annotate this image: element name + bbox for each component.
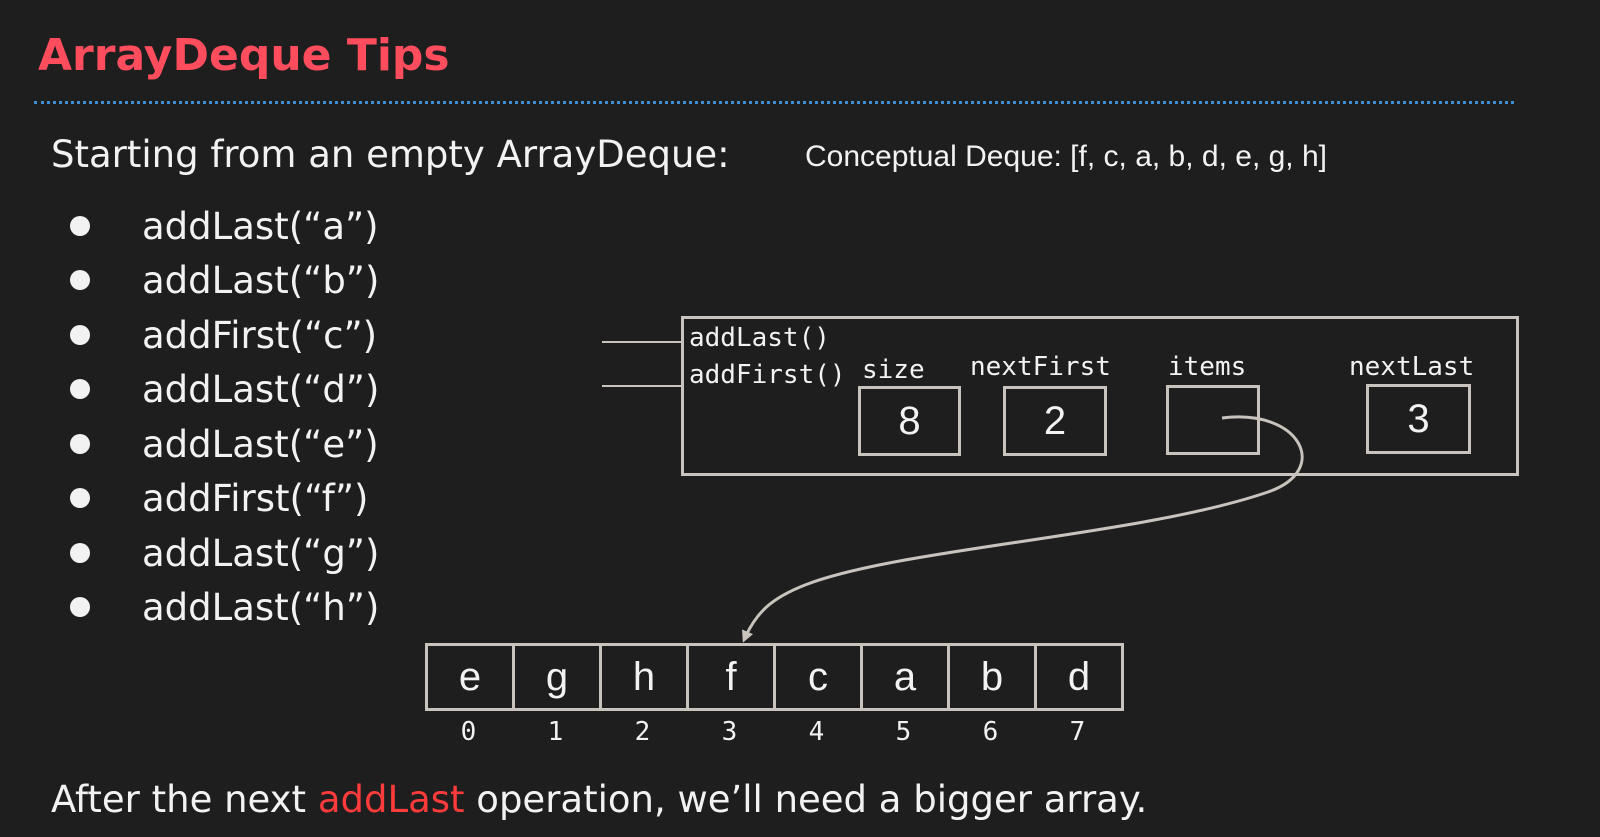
array-index: 7 bbox=[1069, 717, 1086, 747]
intro-text: Starting from an empty ArrayDeque: bbox=[51, 133, 730, 176]
method-addfirst: addFirst() bbox=[689, 360, 846, 390]
array-index: 4 bbox=[808, 717, 825, 747]
arraydeque-object bbox=[681, 316, 1519, 476]
array-index: 2 bbox=[634, 717, 651, 747]
items-array: e g h f c a b d bbox=[425, 643, 1124, 711]
array-cell: e bbox=[425, 643, 515, 711]
footer-highlight: addLast bbox=[317, 778, 465, 821]
operation-text: addFirst(“f”) bbox=[142, 476, 369, 520]
field-label-nextlast: nextLast bbox=[1349, 352, 1475, 382]
array-index: 3 bbox=[721, 717, 738, 747]
array-cell: d bbox=[1034, 643, 1124, 711]
bullet-icon bbox=[70, 434, 90, 454]
operation-text: addLast(“h”) bbox=[142, 585, 380, 629]
title-divider bbox=[34, 101, 1514, 104]
list-item: addLast(“g”) bbox=[64, 526, 379, 580]
array-indices: 0 1 2 3 4 5 6 7 bbox=[425, 717, 1121, 747]
array-index: 5 bbox=[895, 717, 912, 747]
operation-text: addLast(“g”) bbox=[142, 531, 380, 575]
array-cell: h bbox=[599, 643, 689, 711]
operation-text: addLast(“b”) bbox=[142, 258, 380, 302]
addlast-connector bbox=[602, 341, 682, 343]
array-cell: b bbox=[947, 643, 1037, 711]
list-item: addLast(“b”) bbox=[64, 253, 379, 307]
field-size-box: 8 bbox=[858, 386, 961, 456]
field-label-size: size bbox=[862, 355, 925, 385]
bullet-icon bbox=[70, 597, 90, 617]
footer-text: After the next addLast operation, we’ll … bbox=[51, 778, 1147, 821]
footer-after: operation, we’ll need a bigger array. bbox=[464, 778, 1148, 821]
list-item: addLast(“h”) bbox=[64, 580, 379, 634]
list-item: addLast(“e”) bbox=[64, 417, 379, 471]
addfirst-connector bbox=[602, 385, 682, 387]
bullet-icon bbox=[70, 325, 90, 345]
method-addlast: addLast() bbox=[689, 323, 830, 353]
bullet-icon bbox=[70, 379, 90, 399]
list-item: addFirst(“c”) bbox=[64, 308, 377, 362]
list-item: addFirst(“f”) bbox=[64, 471, 368, 525]
conceptual-deque: Conceptual Deque: [f, c, a, b, d, e, g, … bbox=[805, 140, 1327, 173]
footer-before: After the next bbox=[51, 778, 318, 821]
field-label-items: items bbox=[1168, 352, 1247, 382]
operation-text: addLast(“e”) bbox=[142, 422, 379, 466]
bullet-icon bbox=[70, 543, 90, 563]
slide-title: ArrayDeque Tips bbox=[38, 30, 450, 81]
bullet-icon bbox=[70, 270, 90, 290]
array-cell: f bbox=[686, 643, 776, 711]
bullet-icon bbox=[70, 488, 90, 508]
list-item: addLast(“d”) bbox=[64, 362, 379, 416]
array-index: 1 bbox=[547, 717, 564, 747]
bullet-icon bbox=[70, 216, 90, 236]
field-nextlast-box: 3 bbox=[1366, 384, 1471, 454]
operation-text: addLast(“d”) bbox=[142, 367, 380, 411]
operation-text: addFirst(“c”) bbox=[142, 313, 378, 357]
array-cell: c bbox=[773, 643, 863, 711]
array-cell: a bbox=[860, 643, 950, 711]
operation-text: addLast(“a”) bbox=[142, 204, 379, 248]
array-index: 6 bbox=[982, 717, 999, 747]
field-nextfirst-box: 2 bbox=[1003, 386, 1107, 456]
array-index: 0 bbox=[460, 717, 477, 747]
array-cell: g bbox=[512, 643, 602, 711]
field-label-nextfirst: nextFirst bbox=[970, 352, 1111, 382]
list-item: addLast(“a”) bbox=[64, 199, 379, 253]
